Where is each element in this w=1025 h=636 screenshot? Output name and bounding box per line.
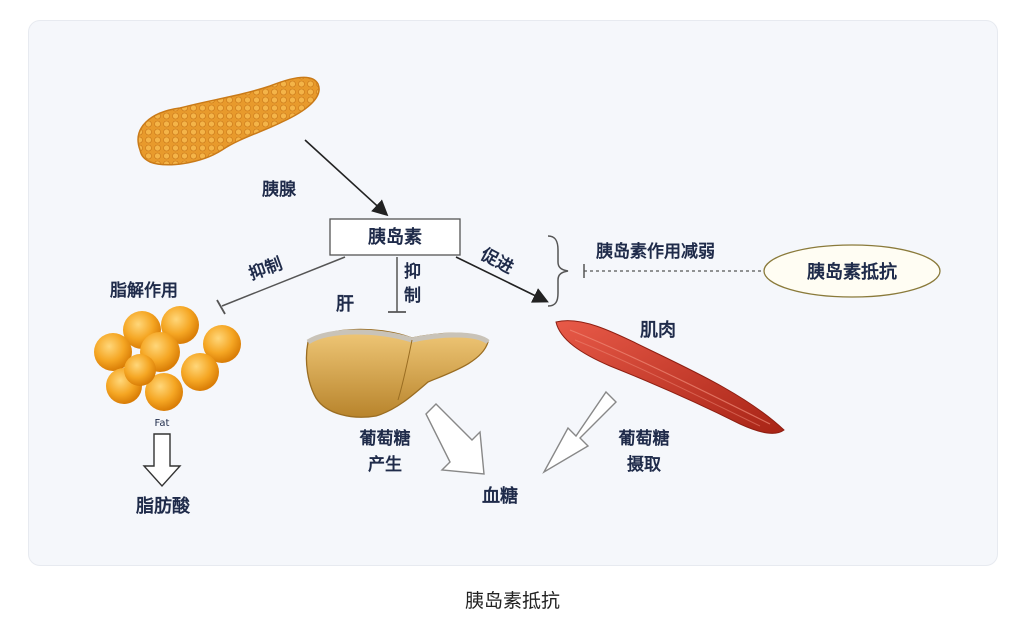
liver-image xyxy=(305,328,490,418)
glucose-uptake-label-1: 葡萄糖 xyxy=(618,428,670,449)
brace xyxy=(547,235,569,307)
blood-glucose-label: 血糖 xyxy=(482,485,518,507)
pancreas-label: 胰腺 xyxy=(262,179,297,200)
muscle-image xyxy=(555,320,785,434)
liver-to-blood-arrow xyxy=(425,403,485,475)
inhibit-mid-label-2: 制 xyxy=(404,285,421,306)
pancreas-to-insulin-arrow xyxy=(304,139,389,217)
muscle-to-blood-arrow xyxy=(542,390,617,474)
insulin-resistance-ellipse xyxy=(763,244,941,298)
inhibit-lipolysis-bar xyxy=(216,299,226,315)
effect-weakened-label: 胰岛素作用减弱 xyxy=(596,241,715,262)
glucose-production-label-2: 产生 xyxy=(368,454,402,475)
fatty-acid-arrow xyxy=(142,433,182,488)
figure-caption: 胰岛素抵抗 xyxy=(464,590,560,612)
lipolysis-label: 脂解作用 xyxy=(110,280,178,301)
inhibit-left-label: 抑制 xyxy=(246,253,285,284)
promote-label: 促进 xyxy=(476,243,517,278)
fat-small-label: Fat xyxy=(155,418,170,429)
muscle-label: 肌肉 xyxy=(640,319,676,341)
pancreas-image xyxy=(137,76,320,166)
liver-label: 肝 xyxy=(336,294,354,315)
insulin-resistance-label: 胰岛素抵抗 xyxy=(806,261,897,283)
inhibit-mid-label-1: 抑 xyxy=(404,261,421,282)
fat-cells-image xyxy=(94,306,241,411)
promote-muscle-arrow xyxy=(455,256,549,303)
glucose-uptake-label-2: 摄取 xyxy=(627,454,661,475)
glucose-production-label-1: 葡萄糖 xyxy=(359,428,411,449)
insulin-box xyxy=(329,218,461,256)
insulin-box-label: 胰岛素 xyxy=(367,226,422,248)
inhibit-lipolysis-line xyxy=(221,256,346,307)
fatty-acid-label: 脂肪酸 xyxy=(136,495,191,517)
